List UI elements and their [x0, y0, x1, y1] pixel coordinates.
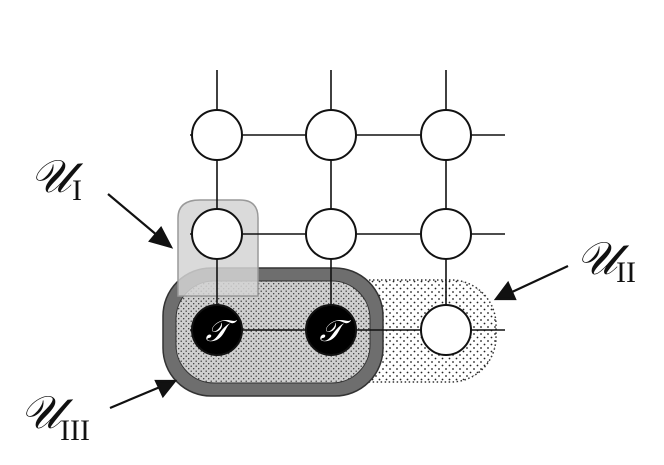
- node-0-2: [420, 109, 472, 161]
- arrow-u-i: [107, 193, 159, 237]
- node-1-0: [191, 208, 243, 260]
- target-node-1: [191, 304, 243, 356]
- label-u-ii-subscript: II: [616, 256, 636, 289]
- node-1-1: [305, 208, 357, 260]
- label-u-ii: 𝒰 II: [576, 231, 636, 289]
- node-0-1: [305, 109, 357, 161]
- label-u-iii-subscript: III: [60, 414, 90, 447]
- arrows: [107, 193, 569, 410]
- grid-nodes: [191, 109, 472, 356]
- arrow-u-iii: [109, 385, 161, 410]
- arrow-u-ii-head: [493, 280, 517, 301]
- label-u-i-subscript: I: [72, 174, 82, 207]
- arrow-u-iii-head: [154, 379, 178, 399]
- label-u-iii: 𝒰 III: [20, 385, 90, 447]
- node-2-2: [420, 304, 472, 356]
- arrow-u-i-head: [148, 226, 174, 249]
- node-0-0: [191, 109, 243, 161]
- arrow-u-ii: [511, 265, 569, 293]
- target-node-2: [305, 304, 357, 356]
- label-u-i: 𝒰 I: [30, 149, 84, 207]
- node-1-2: [420, 208, 472, 260]
